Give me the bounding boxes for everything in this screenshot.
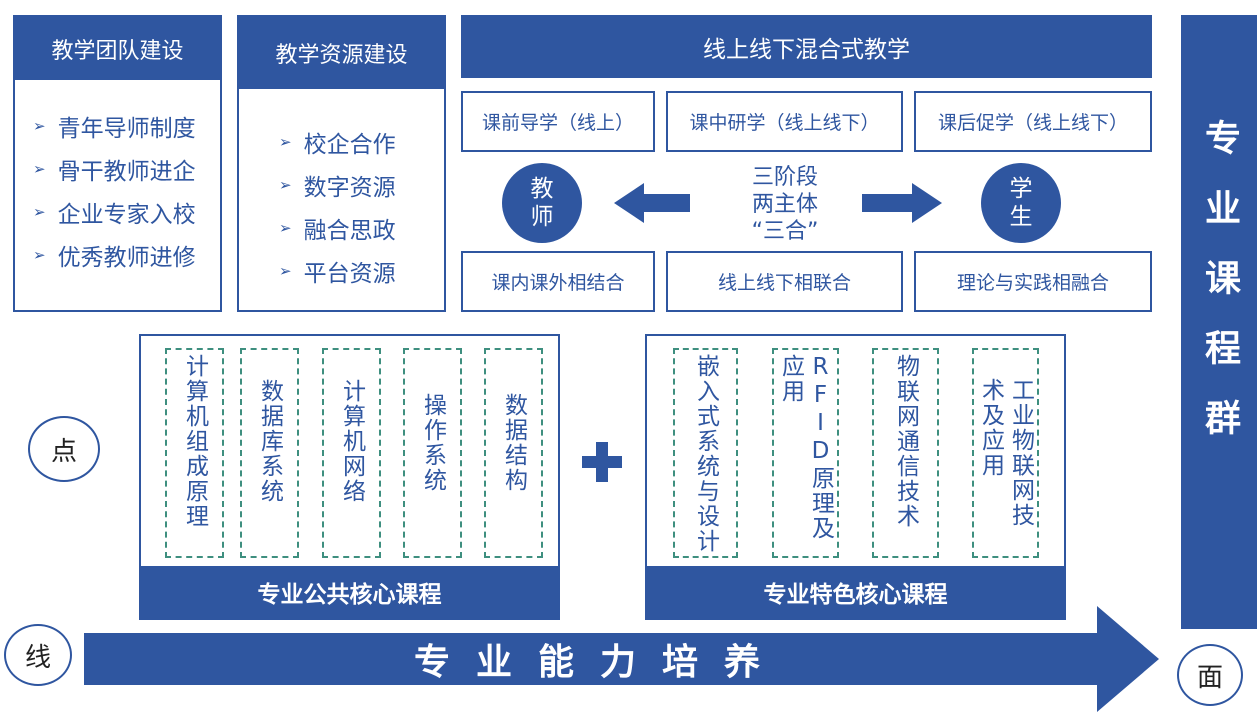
ability-arrow-label: 专业能力培养 <box>413 642 786 683</box>
teacher-circle: 教师 <box>502 163 582 243</box>
arrow-bullet-icon: ➢ <box>279 175 292 194</box>
course-card: 计算机网络 <box>322 348 381 558</box>
course-group-label: 专业课程群 <box>1199 119 1240 469</box>
list-item: ➢优秀教师进修 <box>33 244 196 271</box>
course-card: RFID原理及应用 <box>772 348 839 558</box>
arrow-bullet-icon: ➢ <box>279 218 292 237</box>
plus-icon <box>582 442 622 482</box>
principle-inside-outside: 课内课外相结合 <box>461 251 655 312</box>
team-building-list: ➢青年导师制度 ➢骨干教师进企 ➢企业专家入校 ➢优秀教师进修 <box>33 104 223 276</box>
list-item: ➢校企合作 <box>279 131 396 158</box>
student-label: 学生 <box>1009 176 1033 230</box>
point-circle: 点 <box>28 416 100 482</box>
right-arrow-icon <box>862 183 942 223</box>
student-circle: 学生 <box>981 163 1061 243</box>
phase-in-class: 课中研学（线上线下） <box>666 91 903 152</box>
ability-arrow-shape <box>84 606 1159 712</box>
center-line-2: 两主体 <box>751 192 818 217</box>
arrow-bullet-icon: ➢ <box>33 116 46 135</box>
arrow-bullet-icon: ➢ <box>33 245 46 264</box>
course-card: 数据库系统 <box>240 348 299 558</box>
arrow-bullet-icon: ➢ <box>33 159 46 178</box>
phase-pre-class: 课前导学（线上） <box>461 91 655 152</box>
special-core-panel: 嵌入式系统与设计 RFID原理及应用 物联网通信技术 工业物联网技术及应用 专业… <box>645 334 1066 620</box>
list-item: ➢骨干教师进企 <box>33 158 196 185</box>
course-card: 物联网通信技术 <box>872 348 939 558</box>
resource-building-list: ➢校企合作 ➢数字资源 ➢融合思政 ➢平台资源 <box>279 120 444 292</box>
face-circle: 面 <box>1177 644 1243 706</box>
team-building-title: 教学团队建设 <box>15 17 220 80</box>
course-group-bar: 专业课程群 <box>1181 15 1257 629</box>
resource-building-panel: 教学资源建设 ➢校企合作 ➢数字资源 ➢融合思政 ➢平台资源 <box>237 15 446 312</box>
course-card: 工业物联网技术及应用 <box>972 348 1039 558</box>
list-item: ➢平台资源 <box>279 260 396 287</box>
list-item: ➢融合思政 <box>279 217 396 244</box>
public-core-panel: 计算机组成原理 数据库系统 计算机网络 操作系统 数据结构 专业公共核心课程 <box>139 334 560 620</box>
list-item: ➢数字资源 <box>279 174 396 201</box>
team-building-panel: 教学团队建设 ➢青年导师制度 ➢骨干教师进企 ➢企业专家入校 ➢优秀教师进修 <box>13 15 222 312</box>
arrow-bullet-icon: ➢ <box>279 261 292 280</box>
arrow-bullet-icon: ➢ <box>33 202 46 221</box>
course-card: 数据结构 <box>484 348 543 558</box>
principle-theory-practice: 理论与实践相融合 <box>914 251 1152 312</box>
center-caption: 三阶段 两主体 “三合” <box>715 164 855 245</box>
line-circle: 线 <box>4 624 72 686</box>
arrow-bullet-icon: ➢ <box>279 132 292 151</box>
center-line-1: 三阶段 <box>751 165 818 190</box>
public-core-title: 专业公共核心课程 <box>141 566 558 618</box>
list-item: ➢企业专家入校 <box>33 201 196 228</box>
center-line-3: “三合” <box>751 219 819 244</box>
phase-after-class: 课后促学（线上线下） <box>914 91 1152 152</box>
course-card: 计算机组成原理 <box>165 348 224 558</box>
left-arrow-icon <box>614 183 690 223</box>
list-item: ➢青年导师制度 <box>33 115 196 142</box>
course-card: 操作系统 <box>403 348 462 558</box>
blended-teaching-title: 线上线下混合式教学 <box>461 15 1152 78</box>
course-card: 嵌入式系统与设计 <box>673 348 738 558</box>
principle-online-offline: 线上线下相联合 <box>666 251 903 312</box>
special-core-title: 专业特色核心课程 <box>647 566 1064 618</box>
resource-building-title: 教学资源建设 <box>239 17 444 89</box>
teacher-label: 教师 <box>530 176 554 230</box>
